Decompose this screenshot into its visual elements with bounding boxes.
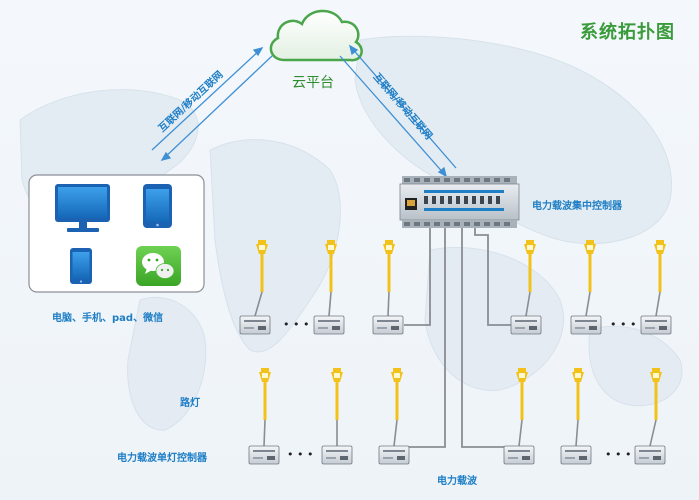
street-light [331,368,343,420]
ellipsis-row2-right: • • • [605,448,632,461]
carrier-label: 电力载波 [437,476,477,487]
street-light [516,368,528,420]
single-lamp-controller [313,315,345,335]
single-lamp-controller [640,315,672,335]
single-lamp-controllers [239,315,672,465]
pole-wire [525,291,531,317]
street-light [654,240,666,292]
pole-wire [518,419,523,447]
pole-wire [585,291,591,317]
ellipsis-row2-left: • • • [287,448,314,461]
single-lamp-controller [321,445,353,465]
single-lamp-controller [634,445,666,465]
ellipsis-row1-left: • • • [283,318,310,331]
single-lamp-controller [570,315,602,335]
single-lamp-controller [239,315,271,335]
street-light [259,368,271,420]
internet-link-right [339,44,457,178]
pole-wire [328,291,332,317]
single-lamp-controller [510,315,542,335]
single-controller-label: 电力载波单灯控制器 [117,453,207,464]
pole-wire [649,419,657,447]
street-light [524,240,536,292]
carrier-wiring [402,228,514,448]
street-light [650,368,662,420]
concentrator-device [399,176,520,228]
streetlight-label: 路灯 [180,398,200,409]
cloud-platform-label: 云平台 [292,75,334,91]
ellipsis-row1-right: • • • [610,318,637,331]
tablet-icon [143,184,172,228]
pole-wire [393,419,398,447]
phone-icon [70,248,92,284]
street-light [256,240,268,292]
wechat-icon [136,246,181,286]
street-light [391,368,403,420]
devices-label: 电脑、手机、pad、微信 [52,313,164,324]
street-lights [254,240,666,447]
street-light [584,240,596,292]
street-light [383,240,395,292]
computer-icon [55,184,110,232]
concentrator-label: 电力载波集中控制器 [532,201,622,212]
pole-wire [575,419,579,447]
single-lamp-controller [503,445,535,465]
pole-wire [387,291,390,317]
street-light [325,240,337,292]
single-lamp-controller [378,445,410,465]
pole-wire [655,291,661,317]
single-lamp-controller [248,445,280,465]
single-lamp-controller [372,315,404,335]
page-title: 系统拓扑图 [580,22,675,43]
single-lamp-controller [560,445,592,465]
cloud-icon [269,9,363,62]
internet-link-left [151,46,273,162]
pole-wire [263,419,266,447]
street-light [572,368,584,420]
pole-wire [254,291,263,317]
